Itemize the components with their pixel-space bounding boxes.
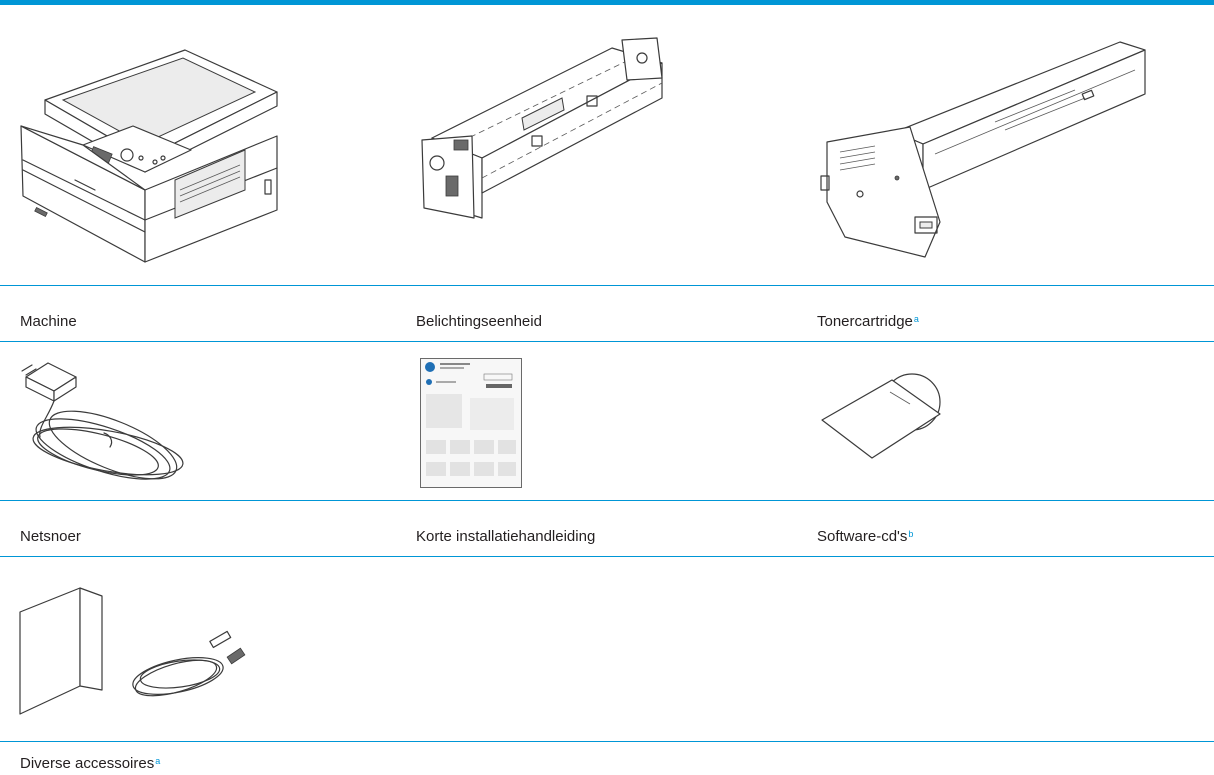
row-divider — [0, 741, 1214, 742]
installation-guide-image — [420, 358, 522, 488]
top-accent-bar — [0, 0, 1214, 5]
row-divider — [0, 285, 1214, 286]
item-label-power-cord: Netsnoer — [20, 528, 81, 545]
accessories-image — [18, 586, 248, 716]
item-label-machine: Machine — [20, 313, 77, 330]
printer-machine-image — [15, 40, 280, 265]
software-cd-image — [820, 372, 970, 472]
row-divider — [0, 556, 1214, 557]
item-label-accessories: Diverse accessoiresa — [20, 755, 161, 772]
row-divider — [0, 500, 1214, 501]
item-label-software-cd: Software-cd'sb — [817, 528, 914, 545]
item-label-toner-cartridge: Tonercartridgea — [817, 313, 919, 330]
item-label-installation-guide: Korte installatiehandleiding — [416, 528, 596, 545]
toner-cartridge-image — [815, 22, 1155, 267]
item-label-imaging-unit: Belichtingseenheid — [416, 313, 542, 330]
imaging-unit-image — [412, 18, 672, 228]
power-cord-image — [18, 357, 198, 482]
row-divider — [0, 341, 1214, 342]
